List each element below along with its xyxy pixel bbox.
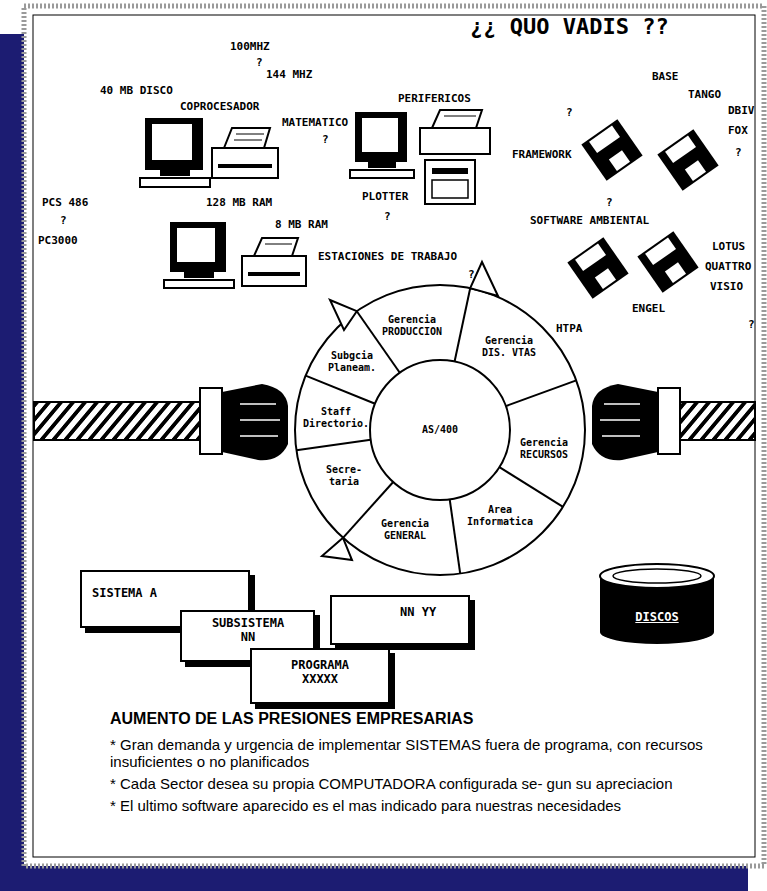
bullet-note: * Gran demanda y urgencia de implementar…: [110, 736, 740, 770]
segment-label: Gerencia GENERAL: [379, 518, 431, 542]
disk-label: DISCOS: [598, 610, 716, 624]
system-box: NN YY: [330, 595, 470, 645]
spec-label: TANGO: [688, 88, 721, 101]
disk-cylinder: DISCOS: [598, 562, 716, 646]
spec-label: PERIFERICOS: [398, 92, 471, 105]
wheel-segment: Subgcia Planeam.: [326, 350, 378, 374]
spec-label: HTPA: [556, 322, 583, 335]
question-mark: ?: [468, 268, 475, 281]
program-box: PROGRAMA XXXXX: [250, 648, 390, 704]
segment-label: Gerencia RECURSOS: [518, 437, 570, 461]
spec-label: SOFTWARE AMBIENTAL: [530, 214, 649, 227]
spec-label: FRAMEWORK: [512, 148, 572, 161]
segment-label: Staff Directorio.: [301, 406, 371, 430]
box-label: PROGRAMA XXXXX: [285, 658, 355, 686]
spec-label: COPROCESADOR: [180, 100, 259, 113]
spec-label: 100MHZ: [230, 40, 270, 53]
wheel-segment: Gerencia DIS. VTAS: [480, 335, 538, 359]
spec-label: PLOTTER: [362, 190, 408, 203]
spec-label: PC3000: [38, 234, 78, 247]
segment-label: Secre- taria: [324, 464, 364, 488]
spec-label: DBIV: [728, 104, 755, 117]
spec-label: QUATTRO: [705, 260, 751, 273]
bullet-note: * El ultimo software aparecido es el mas…: [110, 797, 740, 814]
section-heading: AUMENTO DE LAS PRESIONES EMPRESARIAS: [110, 710, 740, 727]
spec-label: VISIO: [710, 280, 743, 293]
wheel-segment: Gerencia RECURSOS: [518, 437, 570, 461]
segment-label: Area Informatica: [465, 504, 535, 528]
central-computer-hub: AS/400: [415, 424, 465, 436]
question-mark: ?: [748, 318, 755, 331]
segment-label: Gerencia PRODUCCION: [380, 314, 444, 338]
slide-title: ¿¿ QUO VADIS ??: [470, 14, 669, 40]
question-mark: ?: [384, 210, 391, 223]
cylinder-outline: [598, 562, 716, 646]
segment-label: Subgcia Planeam.: [326, 350, 378, 374]
wheel-segment: Area Informatica: [465, 504, 535, 528]
question-mark: ?: [566, 106, 573, 119]
question-mark: ?: [322, 133, 329, 146]
wheel-segment: Secre- taria: [324, 464, 364, 488]
box-label: NN YY: [400, 605, 466, 619]
wheel-segment: Gerencia GENERAL: [379, 518, 431, 542]
spec-label: 8 MB RAM: [275, 218, 328, 231]
question-mark: ?: [60, 214, 67, 227]
spec-label: PCS 486: [42, 196, 88, 209]
segment-label: Gerencia DIS. VTAS: [480, 335, 538, 359]
spec-label: MATEMATICO: [282, 116, 348, 129]
segment-label: AS/400: [415, 424, 465, 436]
spec-label: ESTACIONES DE TRABAJO: [318, 250, 457, 263]
spec-label: BASE: [652, 70, 679, 83]
spec-label: 128 MB RAM: [206, 196, 272, 209]
wheel-segment: Staff Directorio.: [301, 406, 371, 430]
spec-label: 40 MB DISCO: [100, 84, 173, 97]
bullet-note: * Cada Sector desea su propia COMPUTADOR…: [110, 775, 740, 792]
question-mark: ?: [256, 56, 263, 69]
wheel-segment: Gerencia PRODUCCION: [380, 314, 444, 338]
box-label: SUBSISTEMA NN: [203, 616, 293, 644]
spec-label: FOX: [728, 124, 748, 137]
spec-label: 144 MHZ: [266, 68, 312, 81]
box-label: SISTEMA A: [92, 586, 232, 600]
spec-label: ENGEL: [632, 302, 665, 315]
spec-label: LOTUS: [712, 240, 745, 253]
question-mark: ?: [735, 146, 742, 159]
question-mark: ?: [606, 196, 613, 209]
